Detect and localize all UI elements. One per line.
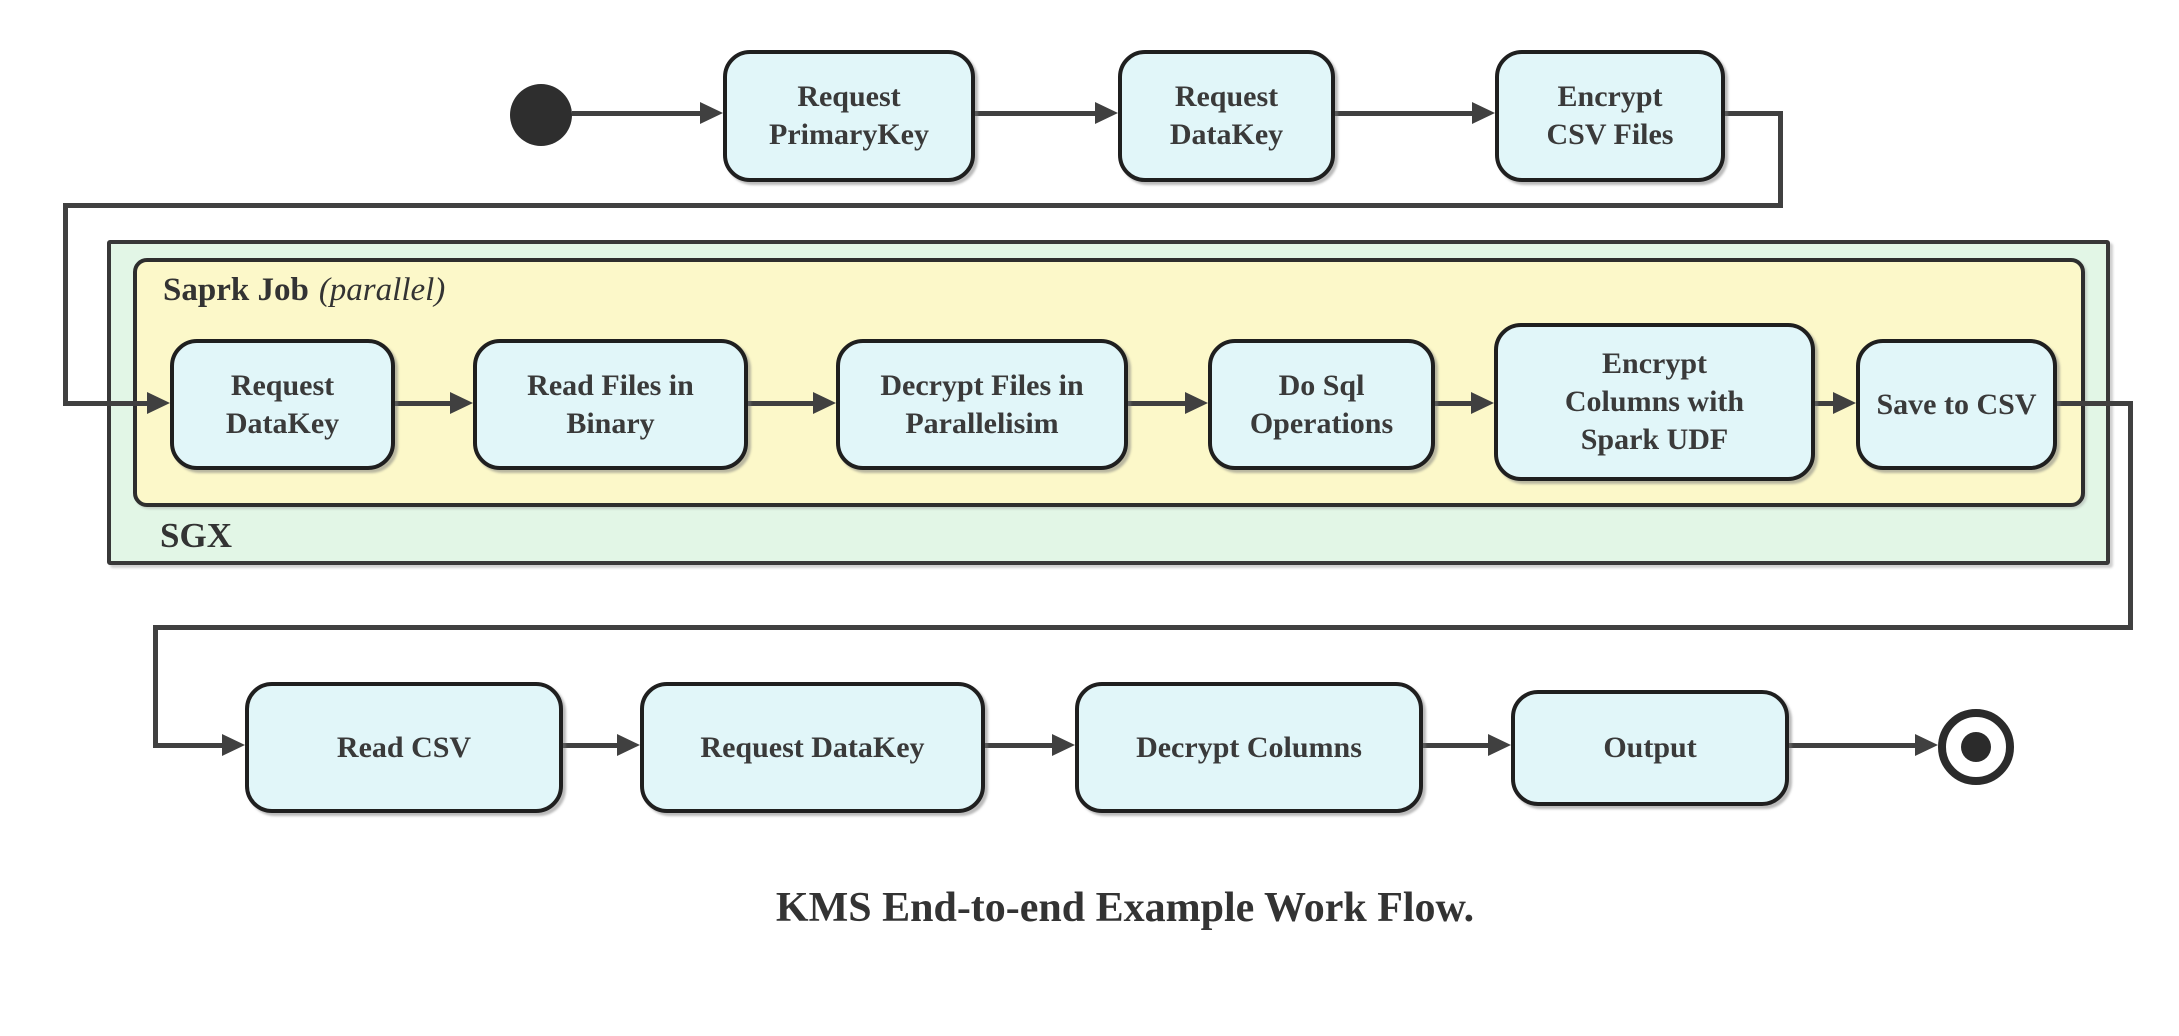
connector-segment (1725, 111, 1783, 116)
connector-segment (1815, 401, 1833, 406)
connector-segment (2057, 401, 2133, 406)
node-label: Encrypt Columns with Spark UDF (1564, 347, 1745, 456)
connector-segment (2128, 401, 2133, 630)
node-encrypt-csv-files: Encrypt CSV Files (1495, 50, 1725, 182)
arrowhead (450, 392, 473, 414)
connector-segment (63, 203, 1783, 208)
arrowhead (813, 392, 836, 414)
connector-segment (153, 625, 158, 747)
node-label: Save to CSV (1876, 387, 2037, 421)
node-label: Request DataKey (1169, 80, 1284, 151)
connector-segment (572, 111, 700, 116)
arrowhead (1472, 102, 1495, 124)
final-state-inner-dot (1961, 732, 1991, 762)
arrowhead (1052, 734, 1075, 756)
connector-segment (563, 743, 617, 748)
connector-segment (1128, 401, 1185, 406)
spark-job-label: Saprk Job(parallel) (163, 272, 445, 309)
initial-state-node (510, 84, 572, 146)
connector-segment (63, 203, 68, 406)
arrowhead (1915, 734, 1938, 756)
connector-segment (1778, 111, 1783, 206)
node-request-datakey-bottom: Request DataKey (640, 682, 985, 813)
arrowhead (1185, 392, 1208, 414)
node-label: Request DataKey (225, 368, 340, 440)
node-decrypt-files-in-parallelisim: Decrypt Files in Parallelisim (836, 339, 1128, 470)
node-read-files-in-binary: Read Files in Binary (473, 339, 748, 470)
arrowhead (617, 734, 640, 756)
spark-job-qualifier: (parallel) (318, 272, 446, 308)
node-label: Read Files in Binary (527, 368, 694, 440)
arrowhead (1095, 102, 1118, 124)
node-encrypt-columns-with-spark-udf: Encrypt Columns with Spark UDF (1494, 323, 1815, 481)
connector-segment (1435, 401, 1471, 406)
node-decrypt-columns: Decrypt Columns (1075, 682, 1423, 813)
connector-segment (153, 743, 222, 748)
node-label: Decrypt Files in Parallelisim (880, 368, 1084, 440)
node-read-csv: Read CSV (245, 682, 563, 813)
node-request-datakey-top: Request DataKey (1118, 50, 1335, 182)
node-output: Output (1511, 690, 1789, 806)
node-label: Output (1603, 731, 1697, 764)
connector-segment (748, 401, 813, 406)
node-label: Request PrimaryKey (769, 80, 929, 151)
node-request-primarykey: Request PrimaryKey (723, 50, 975, 182)
node-save-to-csv: Save to CSV (1856, 339, 2057, 470)
connector-segment (1789, 743, 1915, 748)
arrowhead (1471, 392, 1494, 414)
node-label: Request DataKey (700, 730, 925, 764)
node-label: Encrypt CSV Files (1546, 80, 1674, 151)
spark-job-label-text: Saprk Job (163, 272, 309, 308)
node-request-datakey-mid: Request DataKey (170, 339, 395, 470)
final-state-node (1938, 709, 2014, 785)
arrowhead (222, 734, 245, 756)
connector-segment (395, 401, 450, 406)
connector-segment (1423, 743, 1488, 748)
connector-segment (985, 743, 1052, 748)
arrowhead (1833, 392, 1856, 414)
node-label: Read CSV (336, 730, 472, 764)
node-label: Decrypt Columns (1136, 730, 1362, 764)
node-label: Do Sql Operations (1249, 368, 1394, 440)
connector-segment (63, 401, 147, 406)
arrowhead (700, 102, 723, 124)
connector-segment (153, 625, 2133, 630)
arrowhead (147, 392, 170, 414)
connector-segment (975, 111, 1095, 116)
connector-segment (1335, 111, 1472, 116)
sgx-label: SGX (160, 516, 232, 555)
node-do-sql-operations: Do Sql Operations (1208, 339, 1435, 470)
diagram-caption: KMS End-to-end Example Work Flow. (775, 885, 1475, 931)
arrowhead (1488, 734, 1511, 756)
